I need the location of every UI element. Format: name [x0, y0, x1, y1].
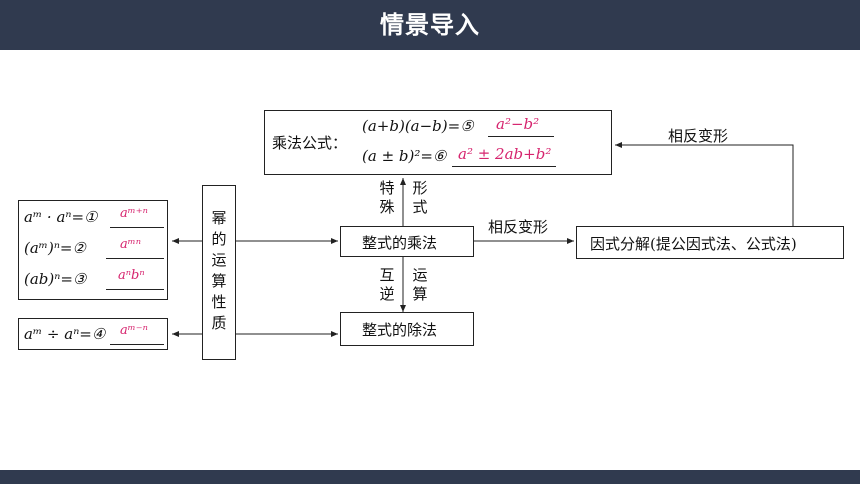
multiply-node-label: 整式的乘法	[362, 234, 438, 252]
factor-node-label: 因式分解(提公因式法、公式法)	[590, 235, 797, 253]
formula-row2-underline	[452, 166, 556, 167]
factor-node	[576, 226, 844, 259]
formula-row2-answer: a² ± 2ab+b²	[458, 145, 552, 163]
power-node	[202, 185, 236, 360]
formula-label: 乘法公式：	[272, 134, 348, 152]
formula-box	[264, 110, 612, 175]
division-rule-answer: aᵐ⁻ⁿ	[120, 323, 148, 338]
formula-row1-answer: a²−b²	[496, 115, 540, 133]
rule-1-underline	[110, 227, 164, 228]
opposite-label-top: 相反变形	[668, 127, 729, 145]
header-bar	[0, 0, 860, 50]
divide-node-label: 整式的除法	[362, 321, 438, 339]
formula-row1-underline	[488, 136, 554, 137]
arrow-factor-to-formula	[615, 142, 794, 226]
rule-3-underline	[106, 289, 164, 290]
footer-bar	[0, 470, 860, 484]
power-node-label: 幂的运算性质	[211, 209, 227, 332]
division-rule-text: aᵐ ÷ aⁿ=④	[24, 325, 106, 343]
multiply-node	[340, 226, 474, 257]
formula-row1-text: (a+b)(a−b)=⑤	[362, 117, 474, 135]
rule-3-text: (ab)ⁿ=③	[24, 270, 87, 288]
rule-2-text: (aᵐ)ⁿ=②	[24, 239, 86, 257]
form-label: 形式	[412, 179, 428, 216]
operation-label: 运算	[412, 266, 428, 303]
power-rules-box	[18, 200, 168, 300]
divide-node	[340, 312, 474, 346]
rule-1-text: aᵐ · aⁿ=①	[24, 208, 98, 226]
division-rule-underline	[110, 344, 164, 345]
rule-1-answer: aᵐ⁺ⁿ	[120, 206, 148, 221]
formula-row2-text: (a ± b)²=⑥	[362, 147, 447, 165]
special-label: 特殊	[379, 179, 395, 216]
rule-2-underline	[106, 258, 164, 259]
rule-2-answer: aᵐⁿ	[120, 237, 141, 252]
mutual-label: 互逆	[379, 266, 395, 303]
opposite-label-middle: 相反变形	[488, 218, 549, 236]
page-title: 情景导入	[380, 11, 480, 39]
rule-3-answer: aⁿbⁿ	[118, 268, 145, 283]
